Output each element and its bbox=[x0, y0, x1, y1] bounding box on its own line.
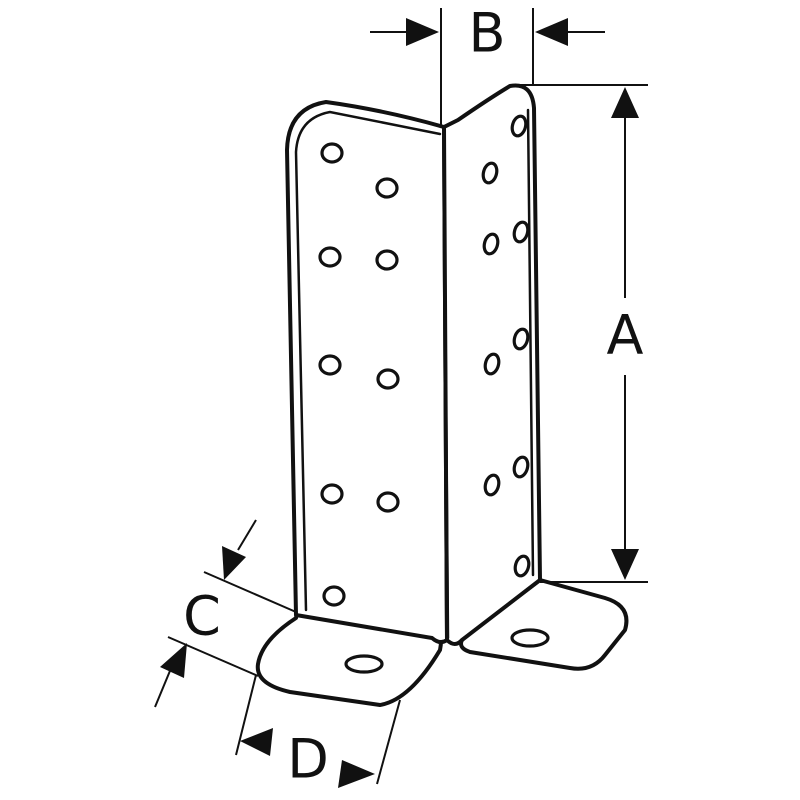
arrowhead bbox=[240, 728, 273, 756]
arrowhead bbox=[160, 643, 187, 678]
dimension-d: D bbox=[235, 674, 401, 791]
arrowhead bbox=[406, 18, 439, 46]
dimension-label-b: B bbox=[468, 2, 505, 65]
hole bbox=[512, 327, 530, 351]
arrowhead bbox=[338, 760, 375, 788]
left-plate-inner-edge bbox=[294, 110, 442, 612]
left-plate-holes bbox=[318, 142, 400, 607]
extension-line bbox=[203, 571, 297, 613]
left-vertical-plate bbox=[285, 100, 449, 645]
dimension-b: B bbox=[370, 2, 605, 127]
hole bbox=[513, 554, 531, 578]
arrowhead bbox=[611, 549, 639, 580]
right-base-flange bbox=[459, 578, 629, 671]
dimension-line bbox=[237, 519, 257, 551]
hole bbox=[510, 114, 528, 138]
dimension-c: C bbox=[154, 519, 297, 708]
hole bbox=[318, 354, 342, 376]
left-flange-hole bbox=[344, 654, 384, 674]
hole bbox=[322, 585, 346, 607]
dimension-line bbox=[154, 665, 173, 708]
hole bbox=[482, 232, 500, 256]
right-plate-holes bbox=[481, 114, 531, 578]
arrowhead bbox=[222, 546, 246, 580]
hole bbox=[320, 142, 344, 164]
extension-line bbox=[235, 674, 257, 756]
extension-line bbox=[167, 636, 259, 677]
hole bbox=[512, 455, 530, 479]
hole bbox=[320, 483, 344, 505]
hole bbox=[483, 352, 501, 376]
dimension-label-a: A bbox=[607, 304, 644, 367]
hole bbox=[483, 473, 501, 497]
hole bbox=[512, 220, 530, 244]
dimension-a: A bbox=[520, 84, 648, 583]
arrowhead bbox=[535, 18, 568, 46]
dimension-label-d: D bbox=[287, 728, 329, 791]
right-flange-hole bbox=[510, 628, 550, 648]
hole bbox=[376, 368, 400, 390]
hole bbox=[376, 491, 400, 513]
hole bbox=[481, 161, 499, 185]
hole bbox=[318, 246, 342, 268]
arrowhead bbox=[611, 87, 639, 118]
hole bbox=[375, 249, 399, 271]
dimension-label-c: C bbox=[183, 585, 221, 648]
hole bbox=[375, 177, 399, 199]
bend-line bbox=[442, 128, 450, 640]
extension-line bbox=[376, 699, 401, 785]
right-plate-inner-edge bbox=[526, 108, 535, 577]
